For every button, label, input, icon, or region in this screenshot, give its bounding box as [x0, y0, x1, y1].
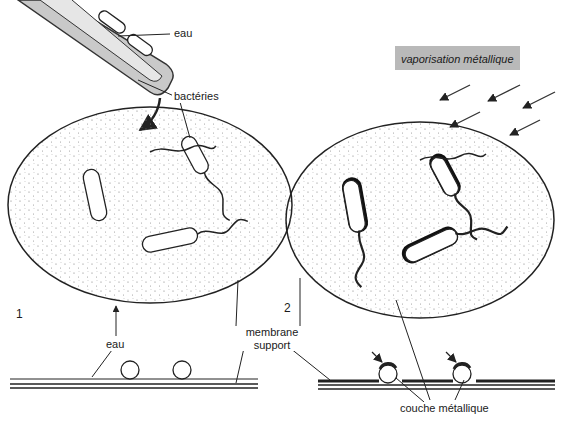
bacterium — [420, 153, 486, 160]
bacterium — [399, 203, 510, 276]
band-text: vaporisation métallique — [401, 53, 514, 65]
panel-number: 2 — [282, 302, 293, 316]
bacterium — [141, 216, 250, 254]
panel-number: 1 — [14, 308, 25, 322]
metal-layer-label: couche métallique — [398, 402, 491, 415]
cross-section-2 — [318, 352, 555, 389]
leader-lines — [92, 34, 464, 402]
bacterium — [338, 176, 379, 288]
bacterium — [82, 168, 108, 222]
support-membrane — [286, 122, 554, 318]
cross-section-1 — [10, 361, 258, 388]
bacterium — [125, 32, 154, 57]
bacterium — [97, 9, 128, 36]
vapour-arrows — [440, 85, 555, 135]
support-membrane — [8, 107, 292, 303]
membrane-label: membrane support — [232, 326, 312, 351]
water-label: eau — [172, 27, 194, 40]
vapour-band: vaporisation métallique — [395, 46, 520, 70]
bacterium — [150, 145, 216, 152]
bacteria-label: bactéries — [172, 90, 221, 103]
water-label: eau — [104, 338, 126, 351]
pipette — [18, 0, 173, 95]
